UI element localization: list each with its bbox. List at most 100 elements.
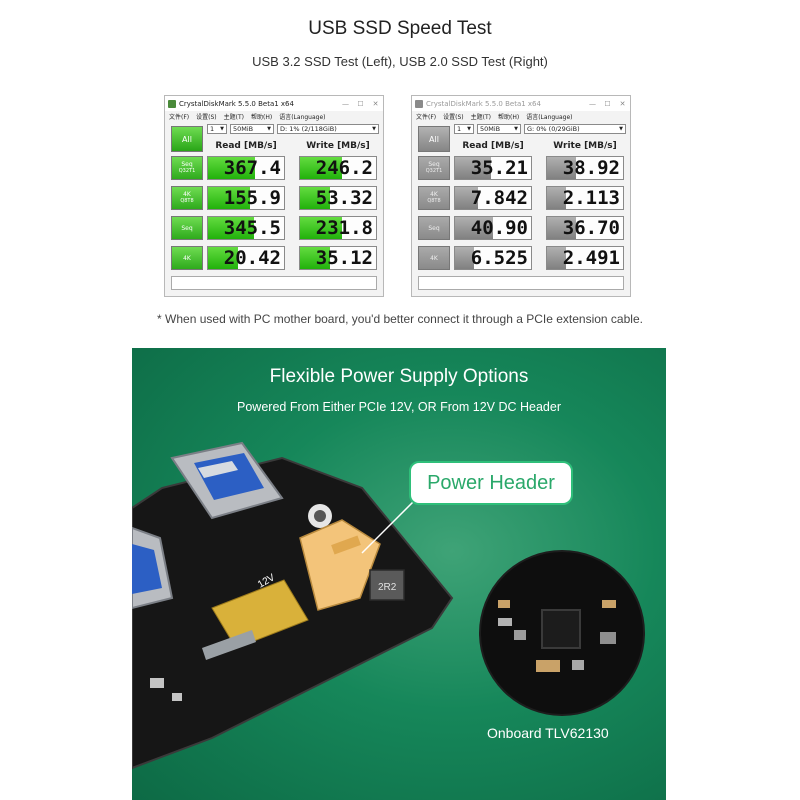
- chevron-down-icon: ▼: [467, 126, 471, 132]
- menu-language[interactable]: 语言(Language): [279, 114, 326, 121]
- row-4k-button[interactable]: 4K: [418, 246, 450, 270]
- close-icon[interactable]: ✕: [372, 99, 379, 108]
- main-title: USB SSD Speed Test: [308, 18, 492, 39]
- write-result-bar: [300, 217, 342, 239]
- write-result-value: 53.32: [315, 187, 373, 209]
- row-sublabel: Q8T8: [427, 198, 441, 204]
- row-label: 4K: [183, 191, 191, 198]
- write-result-value: 36.70: [562, 217, 620, 239]
- menu-language[interactable]: 语言(Language): [526, 114, 573, 121]
- menu-file[interactable]: 文件(F): [169, 114, 190, 121]
- power-supply-banner: 12V 2R2 Flexible Power Supply Options Po…: [132, 348, 666, 800]
- read-header: Read [MB/s]: [462, 141, 524, 151]
- chevron-down-icon: ▼: [619, 126, 623, 132]
- window-title: CrystalDiskMark 5.5.0 Beta1 x64: [426, 99, 541, 108]
- read-result-value: 7.842: [470, 187, 528, 209]
- size-select[interactable]: 50MiB▼: [230, 124, 274, 134]
- banner-title: Flexible Power Supply Options: [269, 366, 529, 387]
- drive-select[interactable]: G: 0% (0/29GiB)▼: [524, 124, 626, 134]
- read-result-cell: 367.4: [207, 156, 285, 180]
- row-label: Seq: [428, 161, 440, 168]
- menu-theme[interactable]: 主题(T): [223, 114, 244, 121]
- menu-help[interactable]: 帮助(H): [498, 114, 520, 121]
- count-select[interactable]: 1▼: [454, 124, 474, 134]
- smd-component: [600, 632, 616, 644]
- write-result-cell: 2.113: [546, 186, 624, 210]
- drive-value: D: 1% (2/118GiB): [280, 125, 337, 133]
- smd-component: [498, 600, 510, 608]
- menu-settings[interactable]: 设置(S): [196, 114, 217, 121]
- close-icon[interactable]: ✕: [619, 99, 626, 108]
- write-result-value: 2.113: [562, 187, 620, 209]
- read-result-cell: 6.525: [454, 246, 532, 270]
- row-label: 4K: [183, 254, 191, 262]
- chevron-down-icon: ▼: [372, 126, 376, 132]
- write-result-value: 246.2: [315, 157, 373, 179]
- read-result-bar: [208, 247, 239, 269]
- read-result-cell: 7.842: [454, 186, 532, 210]
- inductor-icon: [369, 569, 405, 601]
- minimize-icon[interactable]: —: [342, 99, 349, 108]
- read-result-cell: 20.42: [207, 246, 285, 270]
- write-result-value: 231.8: [315, 217, 373, 239]
- menu-theme[interactable]: 主题(T): [470, 114, 491, 121]
- pcie-gold-fingers: [211, 579, 309, 649]
- write-result-cell: 38.92: [546, 156, 624, 180]
- size-select[interactable]: 50MiB▼: [477, 124, 521, 134]
- subtitle: USB 3.2 SSD Test (Left), USB 2.0 SSD Tes…: [252, 54, 548, 69]
- count-select[interactable]: 1▼: [207, 124, 227, 134]
- menu-help[interactable]: 帮助(H): [251, 114, 273, 121]
- write-result-cell: 36.70: [546, 216, 624, 240]
- row-sublabel: Q8T8: [180, 198, 194, 204]
- maximize-icon[interactable]: ☐: [357, 99, 364, 108]
- inductor-marking: 2R2: [378, 582, 397, 593]
- read-result-bar: [208, 217, 254, 239]
- write-result-bar: [547, 187, 566, 209]
- row-seq-button[interactable]: Seq: [171, 216, 203, 240]
- read-result-bar: [455, 217, 493, 239]
- write-result-cell: 53.32: [299, 186, 377, 210]
- chevron-down-icon: ▼: [220, 126, 224, 132]
- mounting-hole-center: [314, 510, 326, 522]
- all-button[interactable]: All: [418, 126, 450, 152]
- drive-select[interactable]: D: 1% (2/118GiB) ▼: [277, 124, 379, 134]
- app-icon: [415, 99, 423, 108]
- row-label: Seq: [428, 224, 440, 232]
- read-result-value: 345.5: [223, 217, 281, 239]
- usb-port-tongue: [194, 453, 264, 500]
- menu-file[interactable]: 文件(F): [416, 114, 437, 121]
- window-title: CrystalDiskMark 5.5.0 Beta1 x64: [179, 99, 294, 108]
- maximize-icon[interactable]: ☐: [604, 99, 611, 108]
- read-result-value: 20.42: [223, 247, 281, 269]
- row-sublabel: Q32T1: [425, 168, 443, 174]
- pcb-board-illustration: 12V 2R2: [132, 441, 645, 770]
- count-value: 1: [210, 125, 215, 133]
- minimize-icon[interactable]: —: [589, 99, 596, 108]
- read-result-cell: 40.90: [454, 216, 532, 240]
- write-result-value: 38.92: [562, 157, 620, 179]
- all-button[interactable]: All: [171, 126, 203, 152]
- smd-component: [172, 693, 182, 701]
- write-result-value: 2.491: [562, 247, 620, 269]
- write-header: Write [MB/s]: [306, 141, 370, 151]
- window-titlebar: CrystalDiskMark 5.5.0 Beta1 x64 — ☐ ✕: [412, 96, 630, 111]
- chevron-down-icon: ▼: [514, 126, 518, 132]
- read-result-bar: [455, 157, 492, 179]
- menu-settings[interactable]: 设置(S): [443, 114, 464, 121]
- write-result-bar: [547, 157, 576, 179]
- read-result-bar: [455, 187, 478, 209]
- read-result-value: 40.90: [470, 217, 528, 239]
- comment-field[interactable]: [171, 276, 377, 290]
- row-4k-button[interactable]: 4K: [171, 246, 203, 270]
- write-result-bar: [547, 217, 576, 239]
- usb-port-tongue: [132, 544, 162, 594]
- row-seq-button[interactable]: Seq: [418, 216, 450, 240]
- comment-field[interactable]: [418, 276, 624, 290]
- write-result-cell: 231.8: [299, 216, 377, 240]
- read-result-bar: [208, 187, 250, 209]
- menu-bar: 文件(F) 设置(S) 主题(T) 帮助(H) 语言(Language): [412, 111, 630, 122]
